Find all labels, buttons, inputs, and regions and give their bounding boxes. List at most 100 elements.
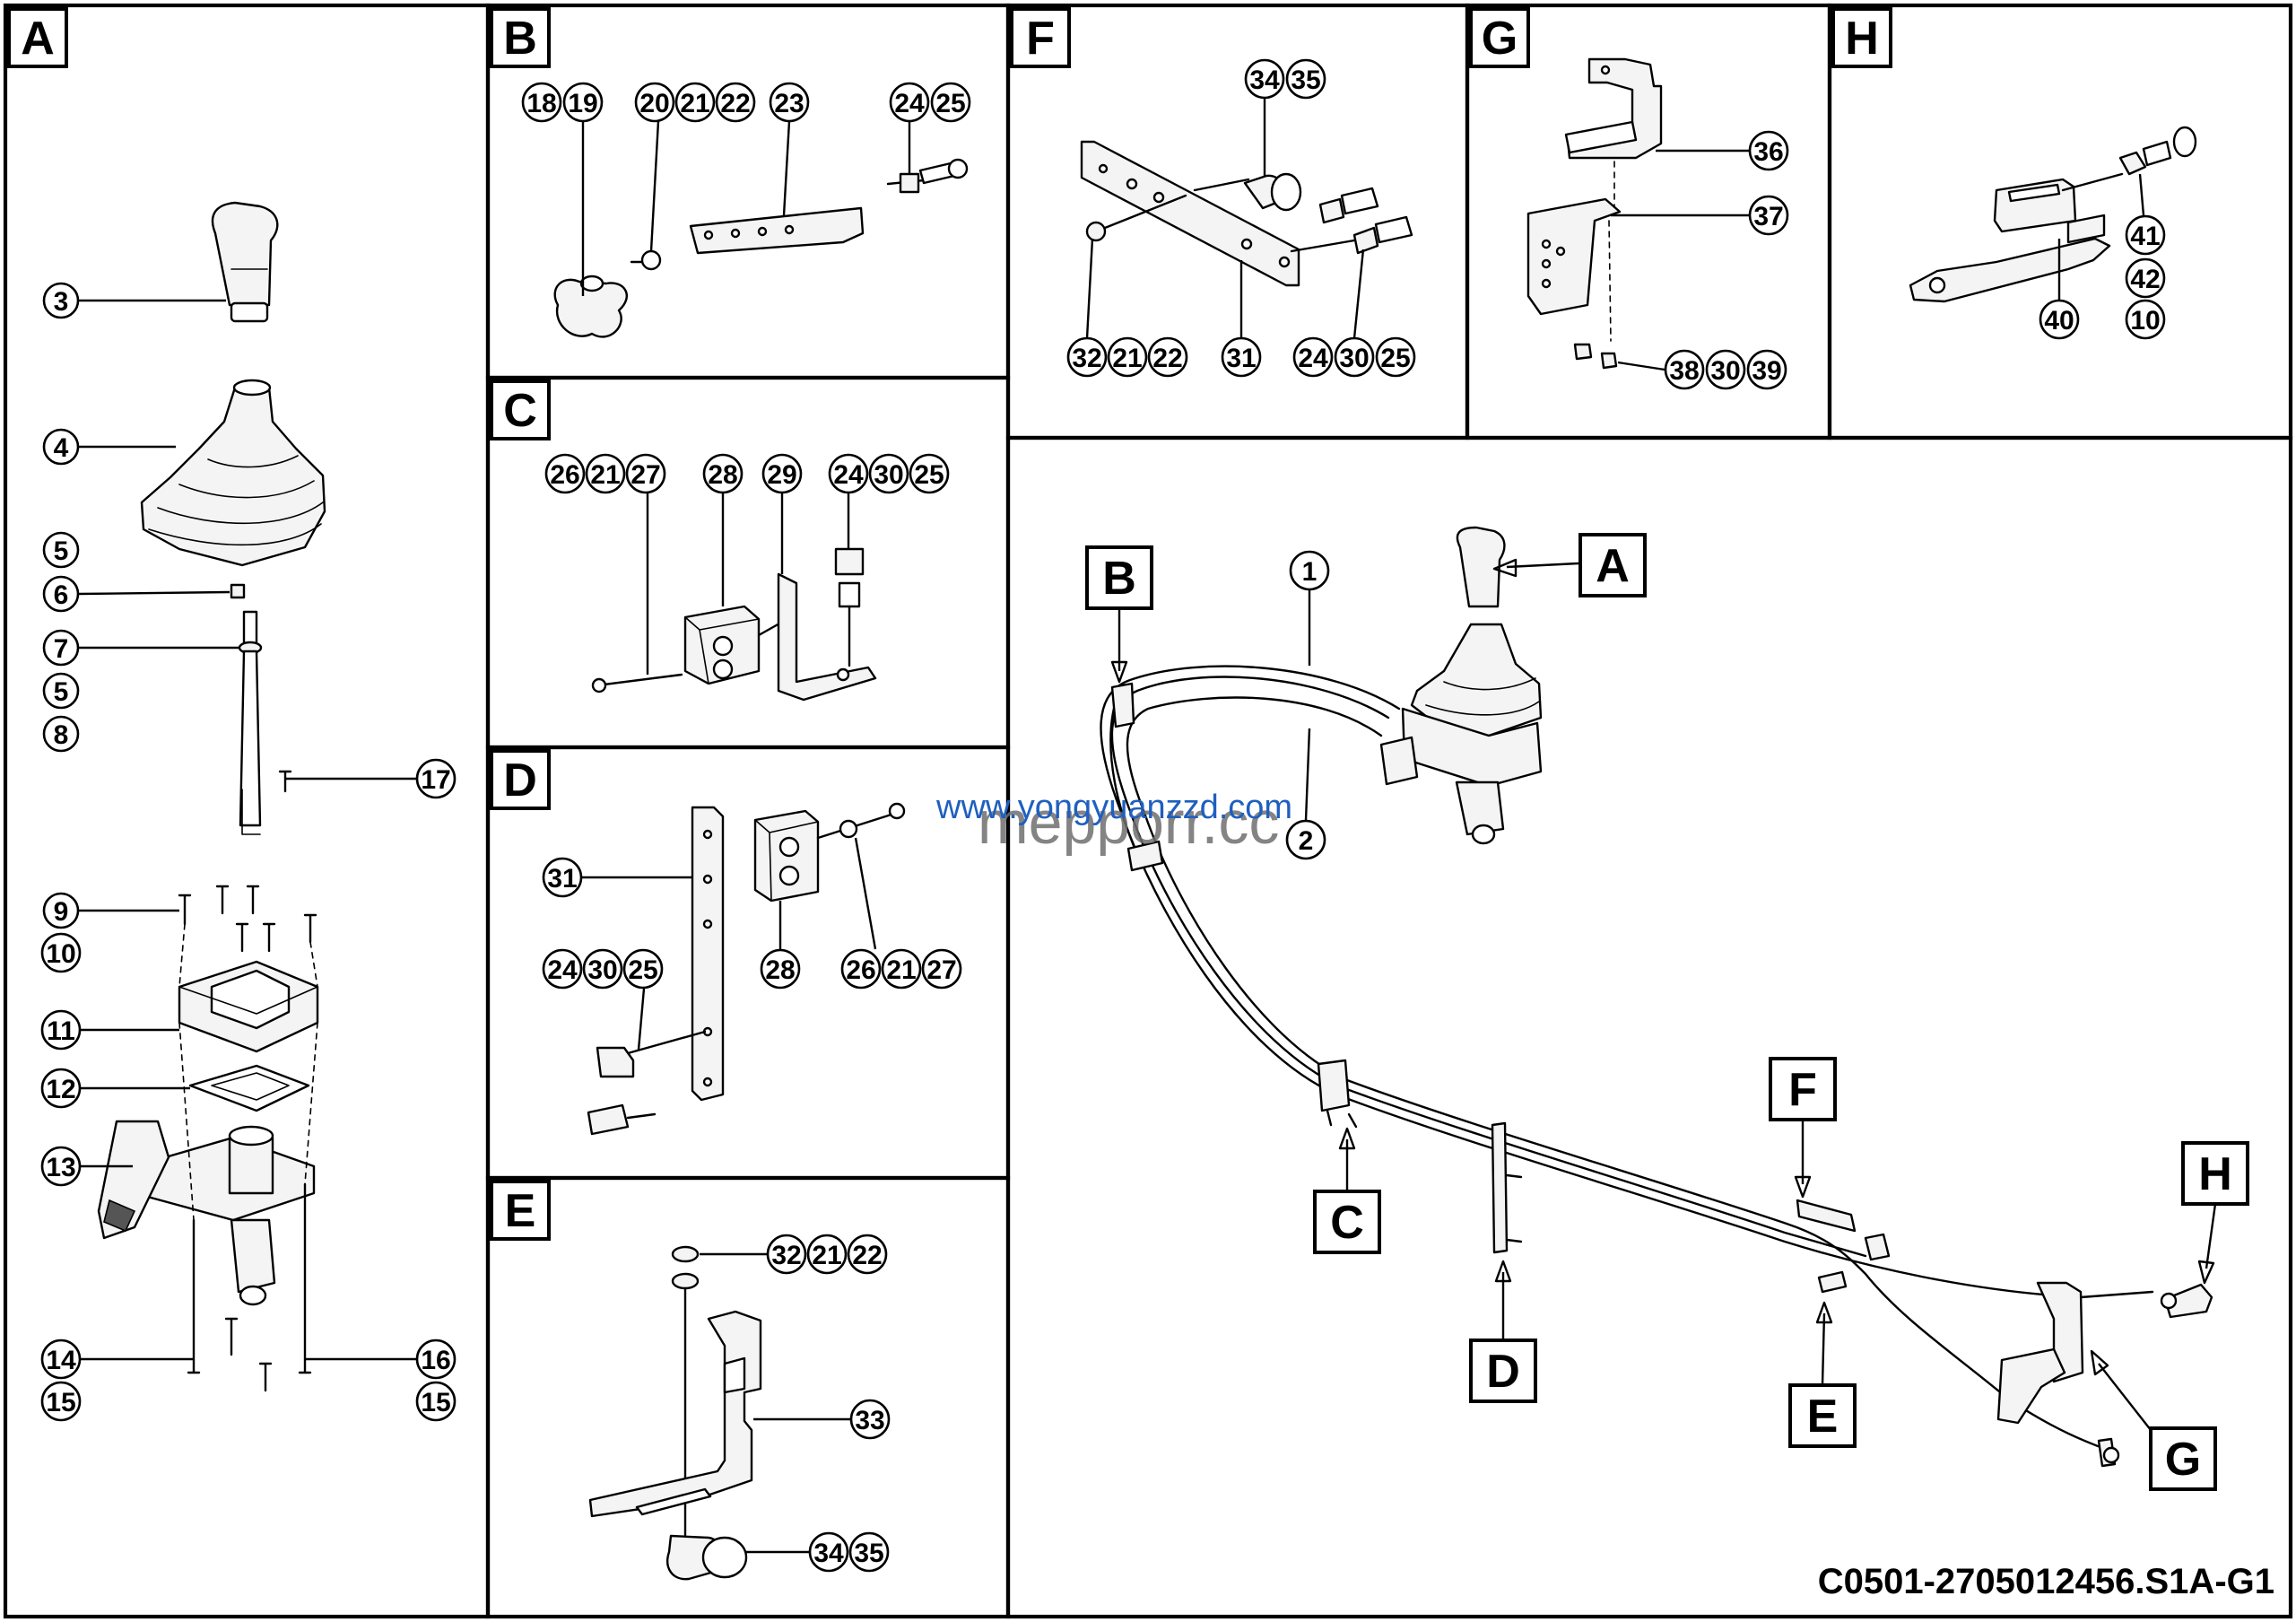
callout-26: 26: [544, 453, 586, 494]
svg-text:24: 24: [894, 89, 925, 118]
svg-text:25: 25: [1380, 344, 1410, 373]
svg-text:3: 3: [54, 287, 69, 317]
panel-b-label: B: [503, 13, 537, 65]
callout-30: 30: [868, 453, 909, 494]
panel-e-callouts: 32 21 22 33 34 35: [700, 1234, 891, 1573]
svg-text:1: 1: [1302, 557, 1318, 587]
callout-21: 21: [674, 82, 716, 123]
svg-text:16: 16: [421, 1346, 450, 1375]
drawing-code: C0501-2705012456.S1A-G1: [1818, 1562, 2274, 1601]
callout-27: 27: [625, 453, 666, 494]
svg-text:25: 25: [628, 955, 657, 985]
callout-28: 28: [702, 453, 744, 494]
callout-25: 25: [909, 453, 950, 494]
panel-f-label: F: [1026, 13, 1055, 65]
svg-text:11: 11: [47, 1016, 75, 1046]
svg-text:21: 21: [812, 1241, 841, 1270]
callout-21: 21: [585, 453, 626, 494]
watermark-brand: mepporr.cc: [978, 789, 1279, 857]
lever-rod: [239, 650, 262, 827]
lever-arm-b: [689, 206, 865, 255]
callout-30-g: 30: [1705, 349, 1746, 390]
callout-5b: 5: [42, 672, 80, 710]
panel-h-callouts: 41 42 10 40: [2039, 173, 2166, 340]
panel-c-callouts: 26 21 27 28 29 24 30 25: [544, 453, 950, 675]
svg-text:36: 36: [1753, 137, 1783, 167]
angle-bracket-e: [588, 1310, 762, 1518]
lower-arm: [230, 1218, 276, 1294]
svg-text:34: 34: [813, 1539, 844, 1568]
svg-text:39: 39: [1752, 356, 1781, 386]
callout-21-d: 21: [881, 948, 922, 990]
callout-39: 39: [1746, 349, 1787, 390]
callout-25: 25: [930, 82, 971, 123]
svg-text:34: 34: [1249, 65, 1280, 95]
overview-clamp-c: [1317, 1059, 1351, 1112]
callout-32-f: 32: [1066, 336, 1108, 378]
svg-text:8: 8: [54, 720, 69, 750]
panel-f-callouts: 34 35 32 21 22 31 24 30 25: [1066, 58, 1416, 378]
svg-text:22: 22: [720, 89, 750, 118]
svg-text:37: 37: [1753, 202, 1783, 231]
svg-text:32: 32: [771, 1241, 801, 1270]
panel-g-drawing: [1526, 57, 1663, 370]
rod-top: [242, 610, 258, 646]
svg-text:5: 5: [54, 536, 69, 566]
svg-text:32: 32: [1072, 344, 1101, 373]
panel-b-drawing: [553, 158, 969, 338]
callout-22-f: 22: [1147, 336, 1188, 378]
svg-text:15: 15: [46, 1388, 75, 1417]
svg-text:31: 31: [547, 864, 577, 894]
callout-24-f: 24: [1292, 336, 1334, 378]
callout-30-f: 30: [1334, 336, 1375, 378]
callout-11: 11: [40, 1009, 82, 1051]
overview-tag-c: C: [1330, 1197, 1364, 1249]
callout-33: 33: [849, 1399, 891, 1440]
overview-tag-g: G: [2165, 1434, 2201, 1486]
overview-tag-h: H: [2198, 1148, 2232, 1200]
svg-text:38: 38: [1669, 356, 1699, 386]
svg-text:30: 30: [587, 955, 617, 985]
svg-text:5: 5: [54, 677, 69, 707]
panel-a-label: A: [21, 13, 55, 65]
svg-text:29: 29: [767, 460, 796, 490]
callout-16: 16: [415, 1339, 457, 1380]
svg-text:19: 19: [568, 89, 597, 118]
gasket: [188, 1064, 310, 1112]
angle-bracket-c: [777, 572, 877, 702]
callout-30-d: 30: [582, 948, 623, 990]
overview-tag-f: F: [1788, 1064, 1817, 1116]
panel-overview-frame: [1005, 435, 2293, 1619]
svg-text:28: 28: [708, 460, 737, 490]
shift-boot: [140, 386, 326, 567]
svg-text:35: 35: [1291, 65, 1320, 95]
panel-c-frame: [485, 375, 1011, 750]
panel-c-drawing: [591, 547, 877, 702]
callout-29: 29: [761, 453, 803, 494]
svg-text:27: 27: [631, 460, 660, 490]
svg-text:24: 24: [547, 955, 578, 985]
overview-knob: [1456, 526, 1506, 608]
svg-text:23: 23: [774, 89, 804, 118]
svg-text:21: 21: [1112, 344, 1142, 373]
panel-h-label: H: [1845, 13, 1879, 65]
callout-5: 5: [42, 531, 80, 569]
svg-text:4: 4: [54, 433, 69, 463]
mount-bracket-upper: [1566, 57, 1663, 160]
callout-22-e: 22: [847, 1234, 888, 1275]
panel-d-drawing: [587, 802, 906, 1136]
svg-text:12: 12: [46, 1075, 75, 1104]
callout-40: 40: [2039, 299, 2080, 340]
svg-text:9: 9: [54, 897, 69, 927]
panel-a-callouts: 3 4 5 6 7 5 8 17 9 10 11 12 13 14 15 16 …: [40, 282, 457, 1422]
callout-37: 37: [1748, 195, 1789, 236]
callout-28-d: 28: [760, 948, 801, 990]
svg-text:10: 10: [2130, 306, 2160, 336]
callout-12: 12: [40, 1068, 82, 1109]
svg-text:20: 20: [639, 89, 669, 118]
shift-knob: [211, 201, 279, 307]
svg-text:30: 30: [874, 460, 903, 490]
knob-collar: [230, 301, 269, 323]
svg-text:27: 27: [926, 955, 956, 985]
overview-bracket-e: [1817, 1270, 1848, 1294]
